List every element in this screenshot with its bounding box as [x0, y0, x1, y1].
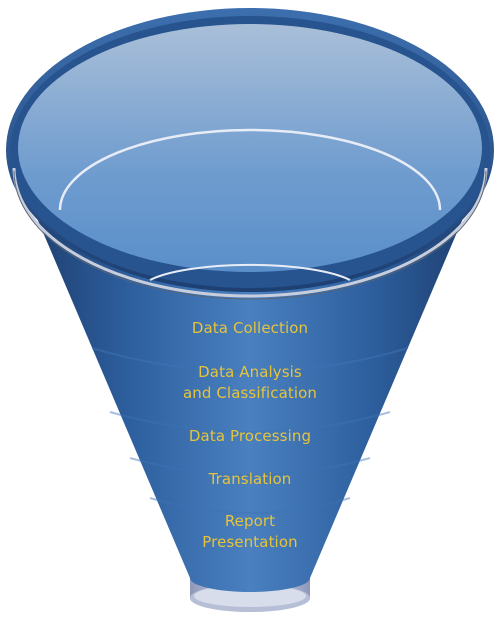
stage-label-translation: Translation — [208, 470, 292, 488]
funnel-interior — [18, 24, 482, 281]
stage-label-data-analysis: Data Analysis and Classification — [182, 363, 318, 402]
stage-label-report-presentation: Report Presentation — [202, 512, 298, 551]
stage-label-data-collection: Data Collection — [191, 319, 309, 337]
stage-label-data-processing: Data Processing — [188, 427, 312, 445]
